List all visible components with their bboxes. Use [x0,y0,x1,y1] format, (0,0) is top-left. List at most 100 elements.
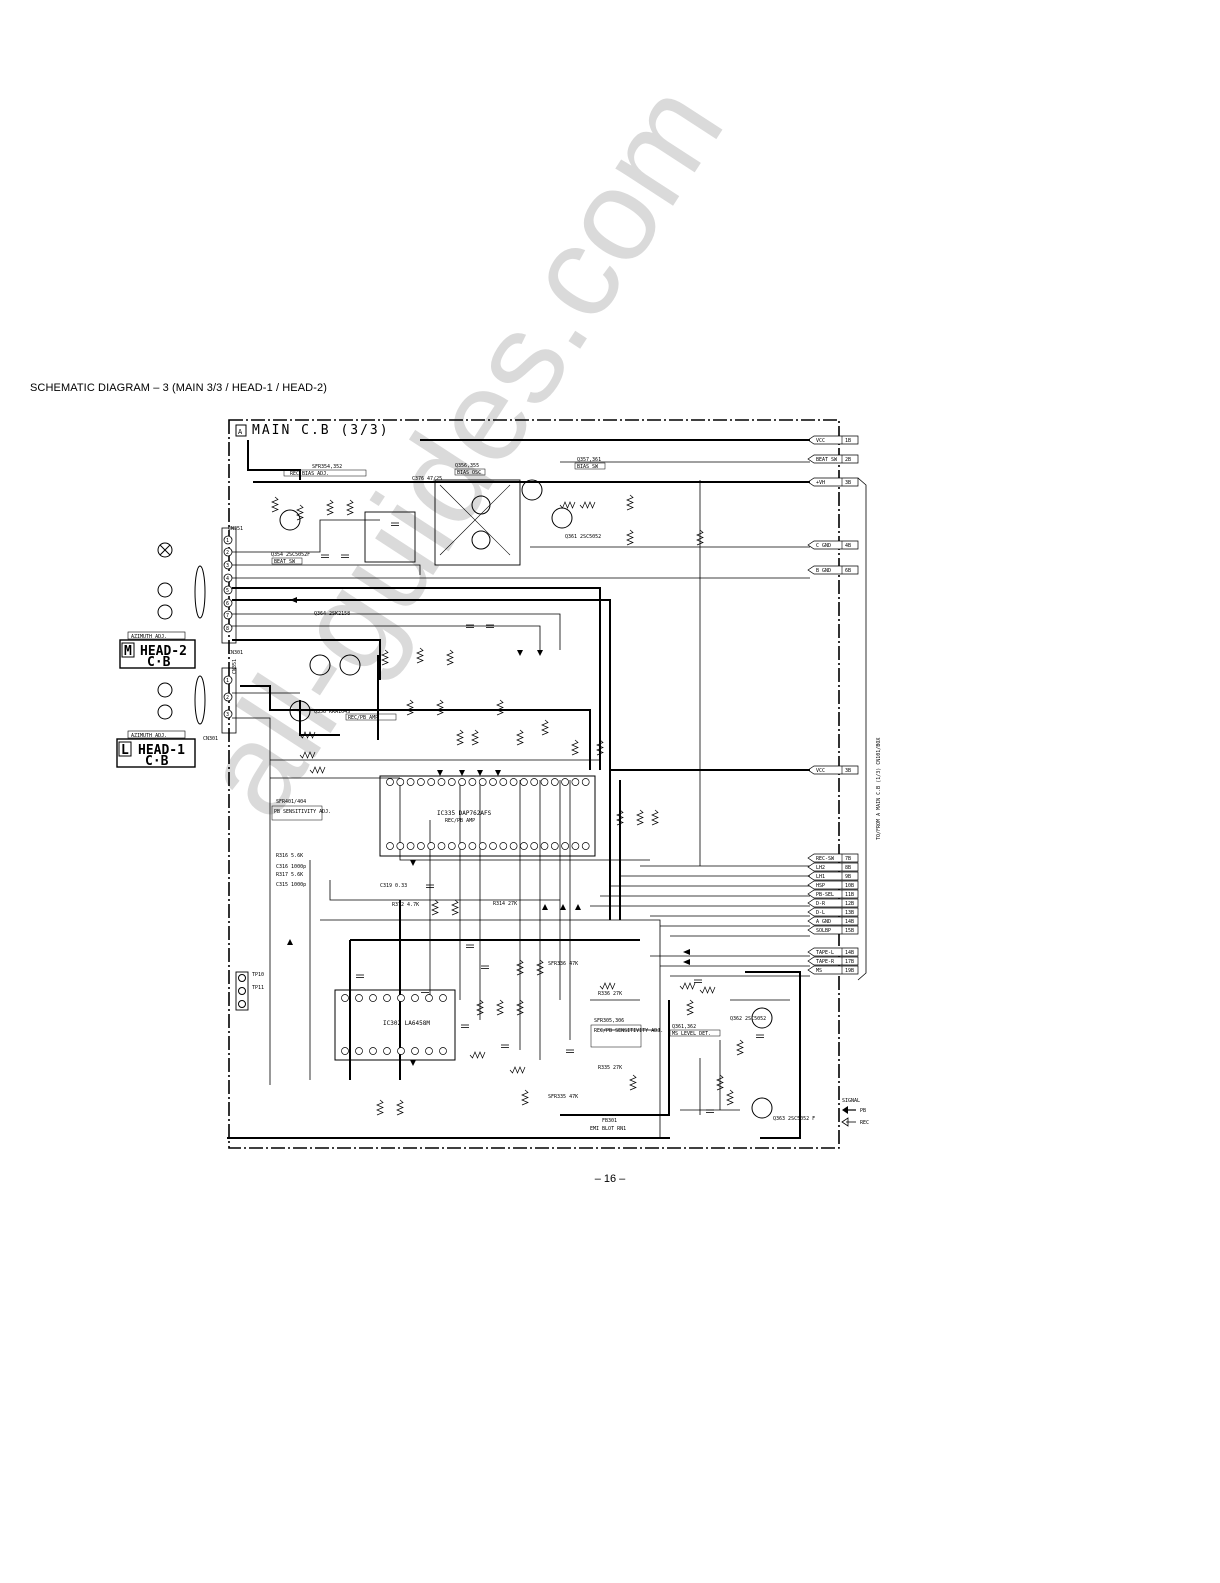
resistor [686,999,694,1016]
resistor [541,719,549,736]
cn301b-label: CN301 [203,736,218,742]
bus-tag-pin: 3B [845,480,851,486]
bus-tag-label: BEAT SW [816,457,838,463]
bus-tag-pin: 10B [845,883,854,889]
ic335-pin [520,842,528,850]
ic335-pin [406,778,415,786]
pb-arrow [683,959,690,965]
connector-pin [223,623,233,633]
page-number: – 16 – [594,1173,626,1185]
sfr354-note: REC BIAS ADJ. [290,471,329,477]
resistor [346,499,354,516]
pb-arrow [537,650,543,656]
resistor [471,729,479,746]
resistor [451,899,459,916]
r336-label: R336 27K [598,991,622,997]
pb-arrow [410,1060,416,1066]
bus-tag-label: HSP [816,883,825,889]
ic302-pin [369,994,377,1002]
resistor [726,1089,734,1106]
resistor [699,986,716,994]
ic335-pin [489,842,497,850]
bus-tag-label: TAPE-L [816,950,834,956]
bus-tag-label: LH2 [816,865,825,871]
resistor [571,739,579,756]
connector-pin [223,709,233,719]
ic335-pin [386,778,394,786]
pb-arrow [290,597,297,603]
ic335-pin [520,778,528,786]
connector-pin-number: 4 [226,576,229,582]
resistor [626,494,634,511]
connector-pin [223,692,233,702]
resistor [456,729,464,746]
ic302-label: IC302 LA6458M [383,1020,430,1027]
pb-arrow [495,770,501,776]
ic335-pin [561,842,569,850]
sfr305-note: REC/PB SENSITIVITY ADJ. [594,1028,663,1034]
resistor [626,529,634,546]
bus-tag-label: TAPE-R [816,959,835,965]
bus-tag-pin: 14B [845,950,854,956]
connector-pin-number: 3 [226,712,229,718]
bus-tag-label: LH1 [816,874,825,880]
ic335-pin [499,778,508,786]
pb-arrow [477,770,483,776]
q362-label: Q362 2SC5052 [730,1016,766,1022]
ic335-pin [550,778,559,786]
bus-tag-pin: 1B [845,438,851,444]
osc-note: BIAS OSC [457,470,481,476]
ic335-pin [478,778,487,786]
ic335-pin [437,778,446,786]
c315-label: C315 1000p [276,882,306,888]
ic335-pin [509,778,518,786]
head2-title: HEAD-2 [140,644,187,659]
resistor [651,809,659,826]
ic335-pin [396,778,405,786]
ic302-pin [383,1047,391,1055]
q361-label: Q361 2SC5052 [565,534,601,540]
tp10-label: TP10 [252,972,264,978]
bus-tag-label: VCC [816,438,825,444]
capacitors [321,522,764,1113]
board-label: MAIN C.B (3/3) [252,423,390,438]
signal-arrows [287,597,690,1066]
bus-tag-label: PB-SEL [816,892,834,898]
c376-label: C376 47/25 [412,476,442,482]
sfr335-label: SFR335 47K [548,1094,578,1100]
connector-pin [223,675,233,685]
ic335-pin [581,842,590,850]
bus-tag-pin: 4B [845,543,851,549]
ic335-pin [561,778,569,786]
connector-pin [223,610,233,620]
tp11-label: TP11 [252,985,264,991]
ic335-pin [530,842,539,850]
pb-arrow [560,904,566,910]
pb-arrow [437,770,443,776]
ic335 [341,778,590,1055]
q363-label: Q363 2SC5052 F [773,1116,815,1122]
ic302-pin [383,994,391,1002]
resistor [299,751,316,759]
ic335-pin [427,842,436,850]
resistors [271,494,744,1116]
ic302-pin [439,994,447,1002]
c316-label: C316 1000p [276,864,306,870]
resistor [679,982,696,990]
pb-arrow [683,949,690,955]
bus-tag: HSP 10B [807,880,859,890]
ic335-pin [427,778,436,786]
r335-label: R335 27K [598,1065,622,1071]
ic335-pin [468,842,477,850]
ic302-pin [411,994,419,1002]
transistors [279,479,773,1119]
connector-pin [223,598,233,608]
q357-note: BIAS SW [577,464,599,470]
resistor [476,999,484,1016]
